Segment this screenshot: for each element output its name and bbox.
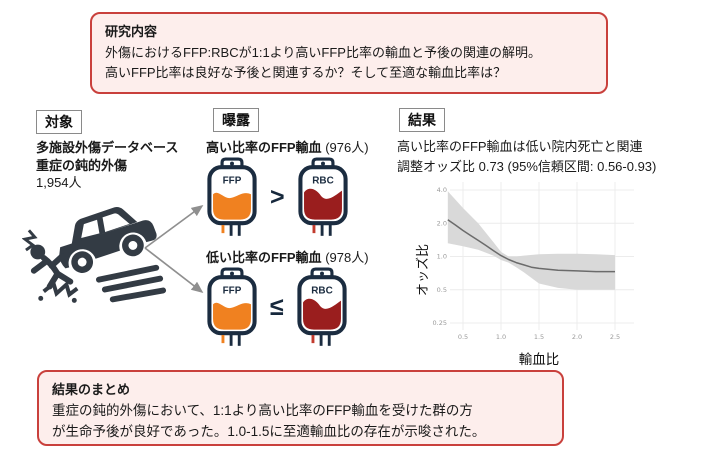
svg-text:0.25: 0.25 — [433, 319, 447, 327]
svg-text:1.5: 1.5 — [534, 333, 544, 341]
exposure-high-title-text: 高い比率のFFP輸血 — [206, 140, 322, 155]
ffp-bag-label: FFP — [223, 285, 242, 296]
svg-text:0.5: 0.5 — [458, 333, 468, 341]
summary-box-line-2: が生命予後が良好であった。1.0-1.5に至適輸血比の存在が示唆された。 — [52, 423, 486, 439]
rbc-blood-bag-icon: RBC — [297, 157, 348, 236]
exposure-low-title: 低い比率のFFP輸血 (978人) — [206, 247, 369, 266]
car-pedestrian-crash-icon — [22, 207, 167, 303]
results-section-label: 結果 — [399, 108, 445, 132]
svg-text:2.5: 2.5 — [610, 333, 620, 341]
results-line-2: 調整オッズ比 0.73 (95%信頼区間: 0.56-0.93) — [397, 158, 657, 174]
summary-box-title: 結果のまとめ — [52, 382, 131, 397]
svg-text:1.0: 1.0 — [496, 333, 506, 341]
greater-than-operator: > — [270, 182, 285, 211]
ffp-bag-label: FFP — [223, 175, 242, 186]
results-line-1: 高い比率のFFP輸血は低い院内死亡と関連 — [397, 139, 643, 154]
chart-x-axis-label: 輸血比 — [518, 352, 560, 367]
svg-text:2.0: 2.0 — [437, 219, 447, 227]
rbc-bag-label: RBC — [312, 175, 334, 186]
subjects-line-1: 多施設外傷データベース — [36, 140, 179, 155]
results-description: 高い比率のFFP輸血は低い院内死亡と関連 調整オッズ比 0.73 (95%信頼区… — [397, 137, 656, 176]
exposure-high-title: 高い比率のFFP輸血 (976人) — [206, 137, 369, 156]
research-question-box: 研究内容 外傷におけるFFP:RBCが1:1より高いFFP比率の輸血と予後の関連… — [90, 12, 608, 94]
exposure-low-count: (978人) — [325, 250, 369, 265]
svg-text:0.5: 0.5 — [437, 286, 447, 294]
exposure-high-bags: FFP > RBC — [204, 155, 351, 239]
svg-text:1.0: 1.0 — [437, 253, 447, 261]
subjects-description: 多施設外傷データベース 重症の鈍的外傷 1,954人 — [36, 139, 178, 192]
chart-plot-area: 4.0 2.0 1.0 0.5 0.25 0.5 1.0 1.5 2.0 2.5 — [433, 182, 634, 341]
svg-text:2.0: 2.0 — [572, 333, 582, 341]
ffp-blood-bag-icon: FFP — [207, 157, 257, 236]
research-box-line-1: 外傷におけるFFP:RBCが1:1より高いFFP比率の輸血と予後の関連の解明。 — [105, 45, 541, 60]
svg-text:4.0: 4.0 — [437, 186, 447, 194]
subjects-line-2: 重症の鈍的外傷 — [36, 157, 128, 173]
exposure-high-count: (976人) — [325, 140, 369, 155]
exposure-low-title-text: 低い比率のFFP輸血 — [206, 250, 322, 265]
results-summary-box: 結果のまとめ 重症の鈍的外傷において、1:1より高い比率のFFP輸血を受けた群の… — [37, 370, 564, 446]
subjects-section-label: 対象 — [36, 110, 82, 134]
less-equal-operator: ≤ — [270, 292, 284, 321]
subjects-count: 1,954人 — [36, 175, 82, 191]
research-box-line-2: 高いFFP比率は良好な予後と関連するか？そして至適な輸血比率は？ — [105, 65, 507, 81]
ffp-blood-bag-icon: FFP — [207, 267, 257, 346]
summary-box-line-1: 重症の鈍的外傷において、1:1より高い比率のFFP輸血を受けた群の方 — [52, 403, 473, 418]
exposure-low-bags: FFP ≤ RBC — [204, 265, 350, 349]
rbc-blood-bag-icon: RBC — [297, 267, 347, 346]
research-box-title: 研究内容 — [105, 24, 158, 39]
rbc-bag-label: RBC — [311, 285, 333, 296]
exposure-section-label: 曝露 — [213, 108, 259, 132]
branch-arrows — [144, 204, 204, 294]
